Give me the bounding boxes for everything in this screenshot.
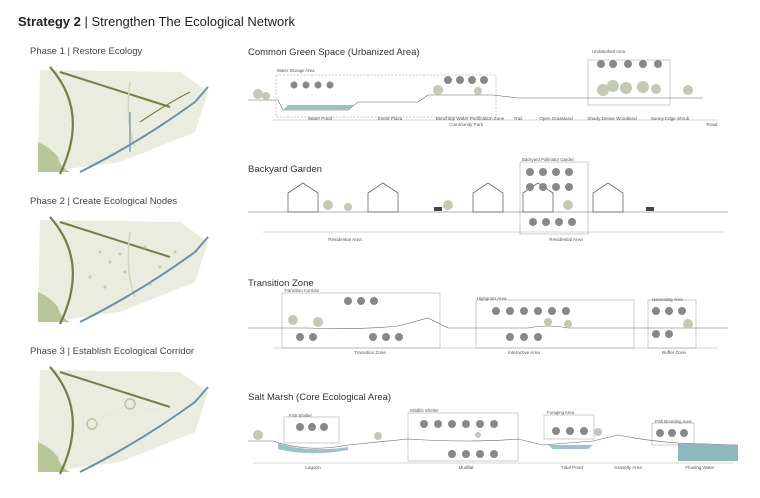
- saltmarsh-section-drawing: [248, 412, 739, 464]
- common-area-water-storage: Water Storage Area: [277, 68, 315, 73]
- transition-zone-buffer: Buffer Zone: [662, 350, 686, 355]
- common-zone-water-pond: Water Pond: [307, 116, 333, 121]
- backyard-zone-residential-2: Residential Area: [549, 237, 583, 242]
- backyard-area-pollinator: Backyard Pollinator Garden: [522, 157, 575, 162]
- common-section-drawing: [248, 59, 718, 121]
- common-zone-sunny-shrub: Sunny Edge Shrub: [650, 116, 690, 121]
- backyard-zone-residential-1: Residential Area: [328, 237, 362, 242]
- strategy-label: Strategy 2: [18, 14, 81, 29]
- backyard-title: Backyard Garden: [248, 164, 322, 175]
- transition-section-drawing: [248, 292, 728, 349]
- phase-2-title: Phase 2 | Create Ecological Nodes: [30, 196, 178, 207]
- phase-1-map: [38, 66, 209, 175]
- saltmarsh-area-fish-shelter: Fish Shelter: [289, 413, 312, 418]
- transition-area-highgrass: Highgrass Area: [477, 296, 507, 301]
- transition-zone-transition: Transition Zone: [354, 350, 386, 355]
- phase-2-map: [38, 216, 209, 325]
- common-zone-benchtop: Benchtop Water Purification Zone: [435, 116, 505, 121]
- transition-area-corridor: Transition Corridor: [284, 288, 320, 293]
- common-zone-trail: Trail: [513, 116, 523, 121]
- common-zone-open-grassland: Open Grassland: [539, 116, 573, 121]
- backyard-section-drawing: [248, 161, 728, 235]
- common-group-community-park: Community Park: [449, 122, 483, 127]
- saltmarsh-zone-mudflat: Mudflat: [458, 465, 474, 470]
- saltmarsh-zone-flowing-water: Flowing Water: [685, 465, 715, 470]
- phase-3-map: [38, 366, 209, 475]
- transition-zone-interactive: Interactive Area: [508, 350, 540, 355]
- saltmarsh-area-fish-breeding: Fish Breeding Area: [655, 419, 692, 424]
- page-title: Strategy 2 | Strengthen The Ecological N…: [18, 14, 296, 29]
- strategy-title: Strengthen The Ecological Network: [91, 14, 296, 29]
- common-zone-shady-woodland: Shady Dense Woodland: [587, 116, 637, 121]
- saltmarsh-area-wildlife-shelter: Wildlife Shelter: [410, 408, 439, 413]
- phase-3-title: Phase 3 | Establish Ecological Corridor: [30, 346, 195, 357]
- common-area-undisturbed: Undisturbed Area: [592, 49, 626, 54]
- saltmarsh-zone-gravelly: Gravelly Area: [614, 465, 642, 470]
- saltmarsh-zone-lagoon: Lagoon: [305, 465, 321, 470]
- saltmarsh-area-foraging: Foraging Area: [547, 410, 574, 415]
- common-zone-event-plaza: Event Plaza: [377, 116, 403, 121]
- common-title: Common Green Space (Urbanized Area): [248, 47, 420, 58]
- saltmarsh-title: Salt Marsh (Core Ecological Area): [248, 392, 392, 403]
- common-zone-road: Road: [706, 122, 718, 127]
- phase-1-title: Phase 1 | Restore Ecology: [30, 46, 143, 57]
- saltmarsh-zone-tidal-pond: Tidal Pond: [561, 465, 583, 470]
- transition-title: Transition Zone: [248, 278, 314, 289]
- transition-area-harvesting: Harvesting Area: [652, 297, 683, 302]
